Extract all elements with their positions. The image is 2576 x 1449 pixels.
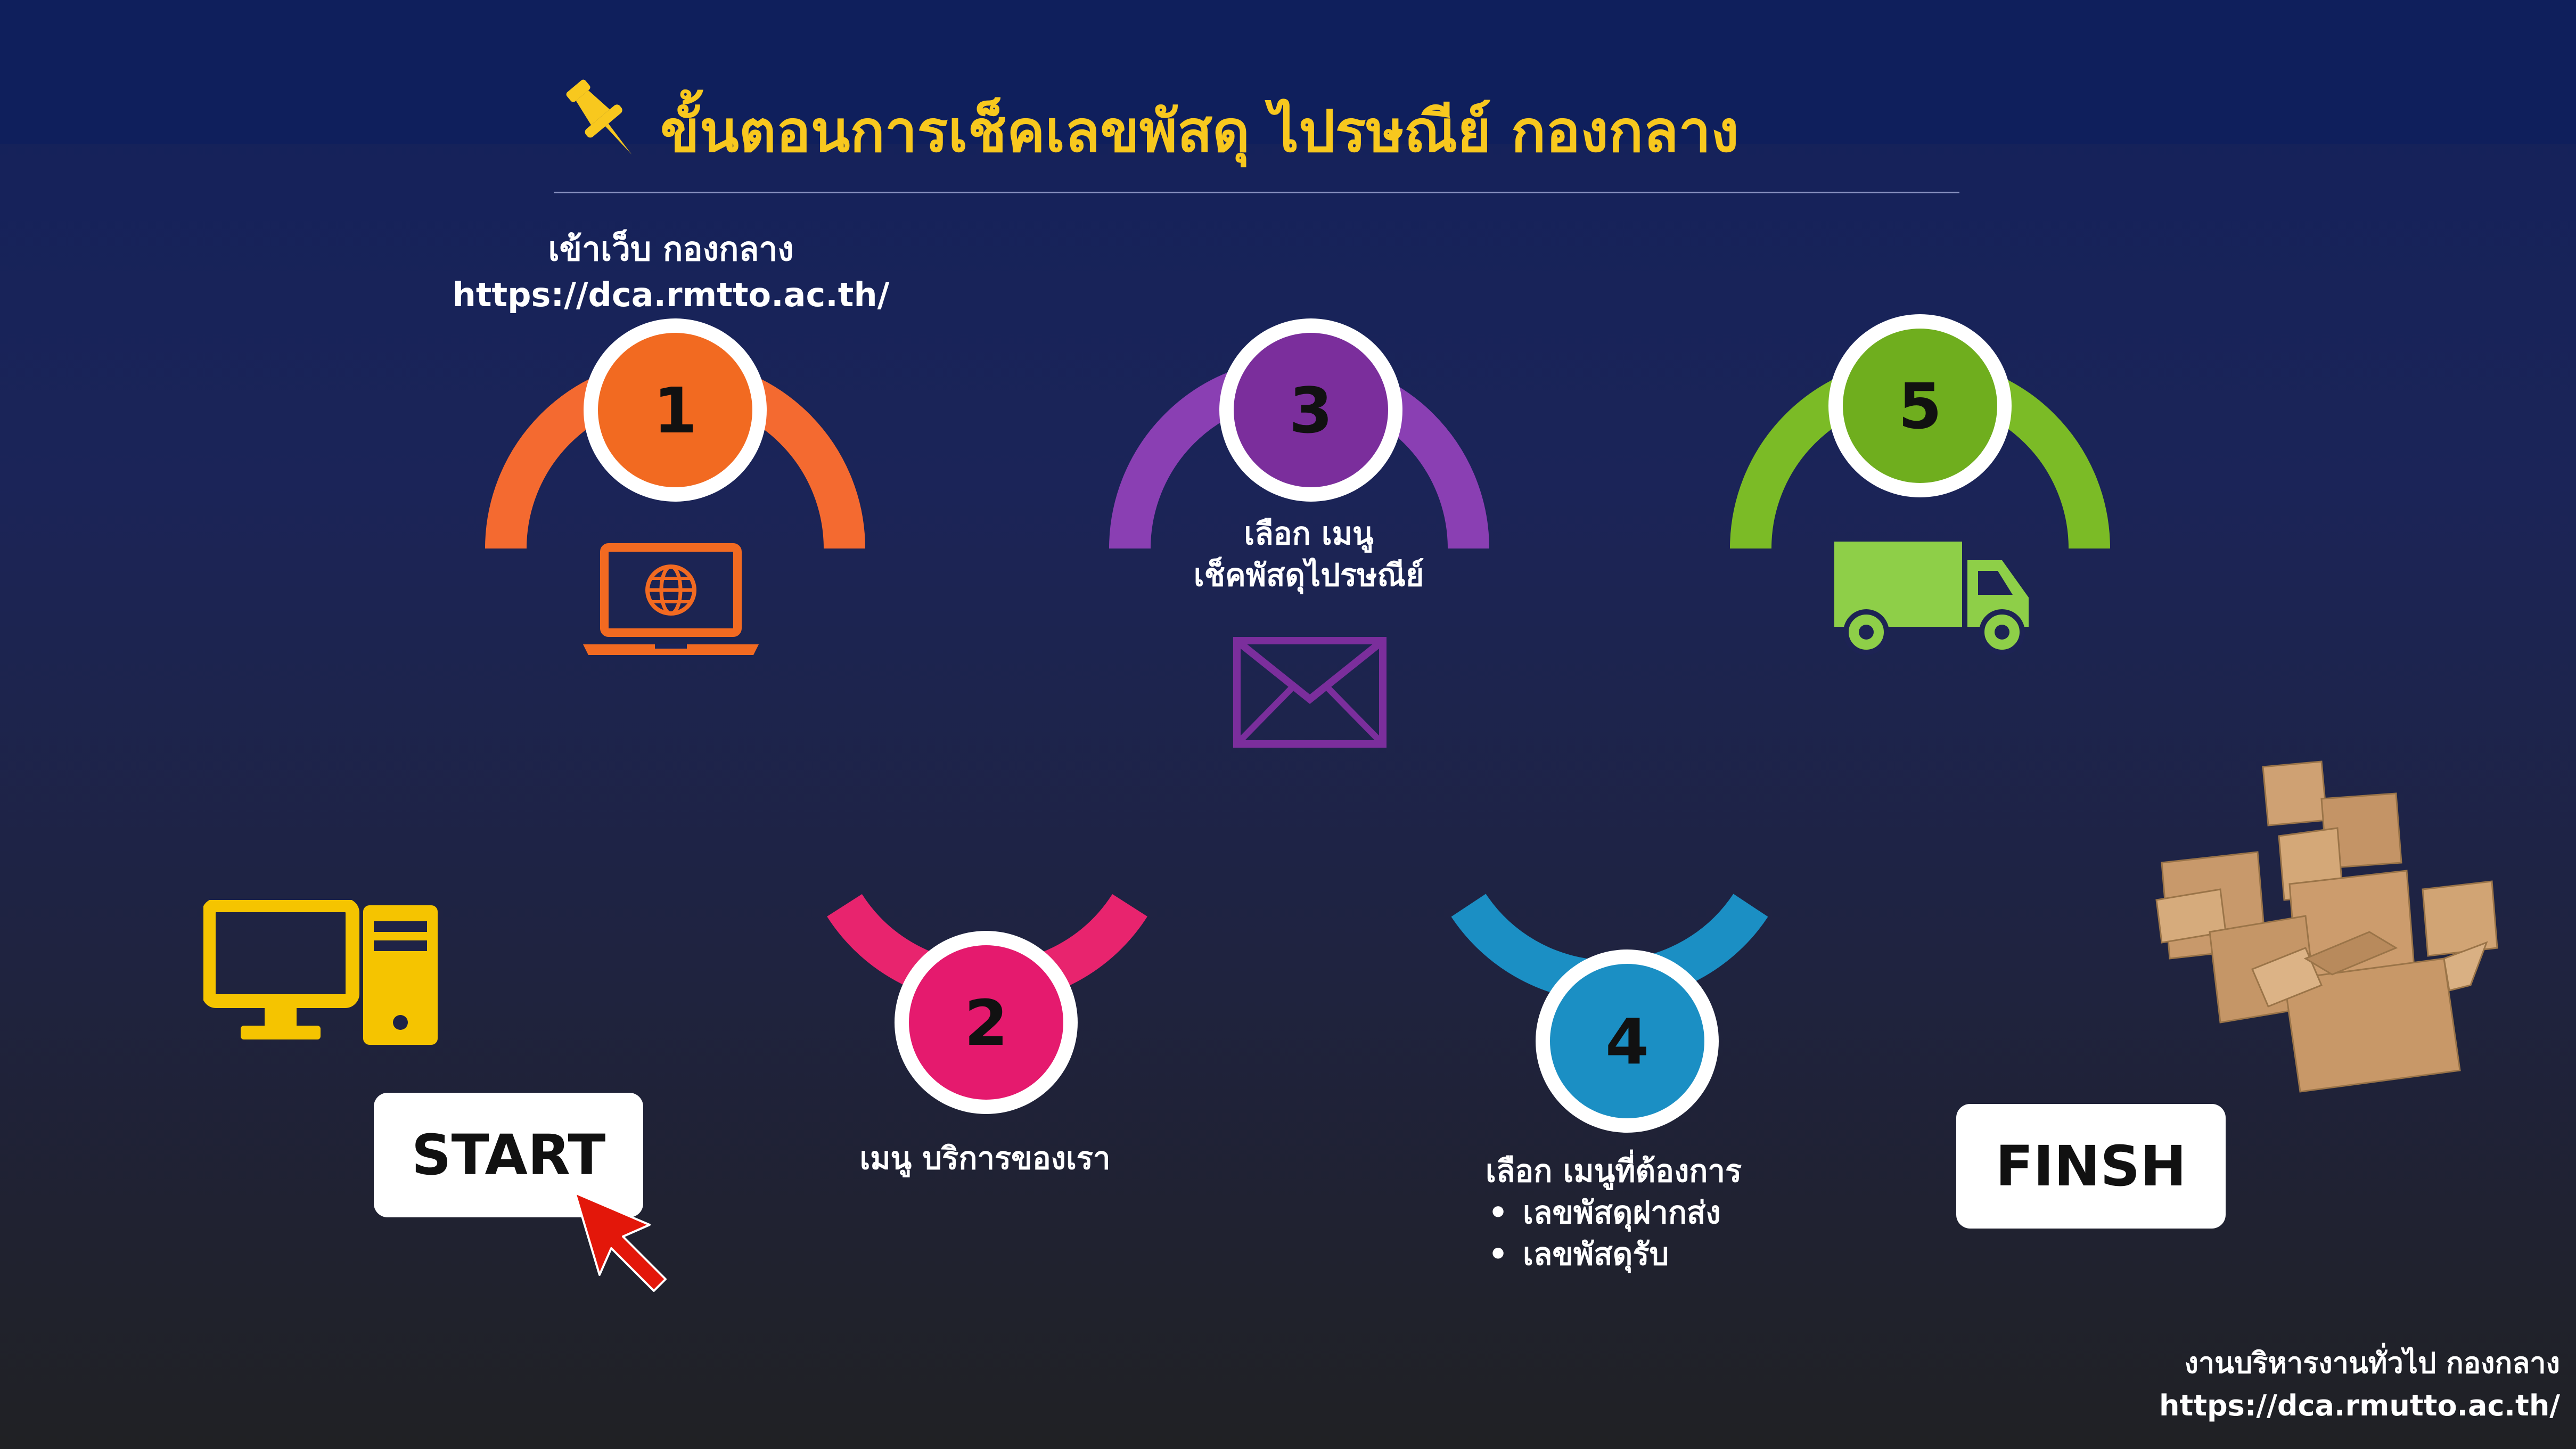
step-1-label: เข้าเว็บ กองกลาง https://dca.rmtto.ac.th… (0, 226, 1342, 318)
step-4-option-receive: เลขพัสดุรับ (1488, 1233, 1742, 1275)
envelope-icon (1233, 637, 1387, 748)
step-2-badge: 2 (895, 931, 1078, 1114)
step-1-line-1: เข้าเว็บ กองกลาง (548, 230, 794, 268)
step-3-line-2: เช็คพัสดุไปรษณีย์ (1193, 557, 1424, 593)
step-1-url[interactable]: https://dca.rmtto.ac.th/ (452, 275, 890, 314)
step-5-badge: 5 (1828, 314, 2012, 497)
laptop-globe-icon (583, 543, 759, 655)
page-title: ขั้นตอนการเช็คเลขพัสดุ ไปรษณีย์ กองกลาง (660, 99, 1739, 165)
step-4-label: เลือก เมนูที่ต้องการ เลขพัสดุฝากส่ง เลขพ… (1486, 1150, 1742, 1275)
step-3-number: 3 (1289, 374, 1333, 447)
header-band (0, 0, 2576, 144)
footer: งานบริหารงานทั่วไป กองกลาง https://dca.r… (2159, 1342, 2560, 1427)
step-5-number: 5 (1898, 370, 1942, 443)
step-3-badge: 3 (1219, 318, 1402, 502)
step-4-option-send: เลขพัสดุฝากส่ง (1488, 1192, 1742, 1233)
step-4-badge: 4 (1536, 949, 1719, 1133)
step-4-number: 4 (1605, 1005, 1649, 1078)
step-1-number: 1 (653, 374, 697, 447)
pushpin-icon (566, 79, 632, 154)
step-2-label: เมนู บริการของเรา (859, 1140, 1111, 1176)
step-3-label: เลือก เมนู เช็คพัสดุไปรษณีย์ (1096, 513, 1522, 596)
cursor-icon (574, 1192, 667, 1292)
title-divider (554, 192, 1959, 193)
finish-button[interactable]: FINSH (1956, 1104, 2226, 1229)
truck-icon (1834, 542, 2029, 655)
step-2-number: 2 (964, 986, 1008, 1060)
computer-icon (203, 900, 438, 1045)
footer-department: งานบริหารงานทั่วไป กองกลาง (2184, 1346, 2560, 1380)
step-3-line-1: เลือก เมนู (1244, 515, 1374, 552)
step-1-badge: 1 (584, 318, 767, 502)
footer-url[interactable]: https://dca.rmutto.ac.th/ (2159, 1389, 2560, 1422)
step-4-heading: เลือก เมนูที่ต้องการ (1486, 1153, 1742, 1189)
step-4-options: เลขพัสดุฝากส่ง เลขพัสดุรับ (1486, 1192, 1742, 1275)
start-button[interactable]: START (374, 1093, 643, 1217)
boxes-icon (2155, 760, 2498, 1093)
